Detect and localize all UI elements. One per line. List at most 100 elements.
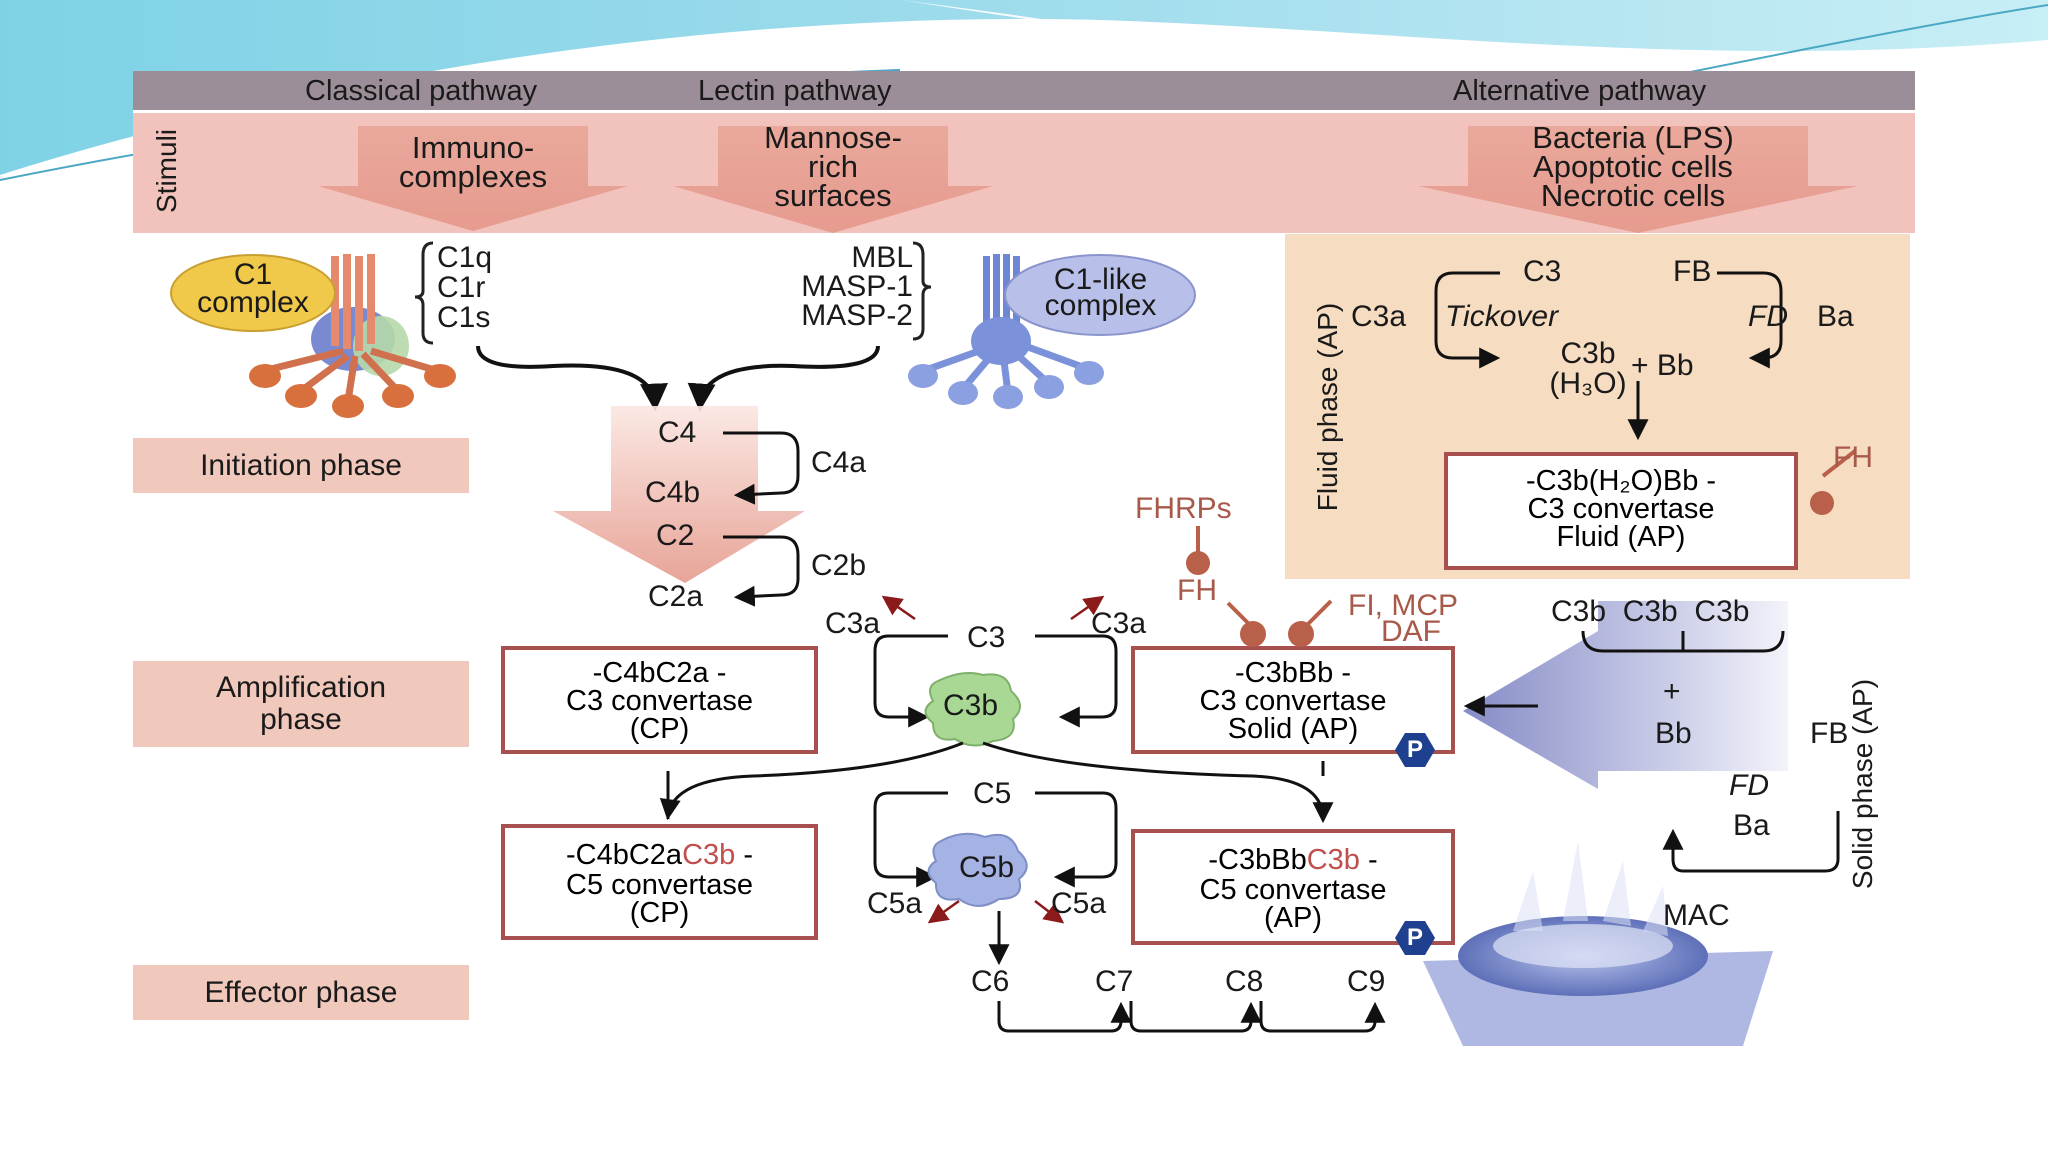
c1-complex-label: C1 complex	[197, 258, 309, 319]
fluid-convertase-text: -C3b(H₂O)Bb - C3 convertase Fluid (AP)	[1525, 465, 1717, 553]
stimuli-arrow-alternative	[1418, 126, 1858, 233]
ap-c5-convertase-rest: C5 convertase (AP)	[1199, 874, 1387, 934]
cp-c5-suffix: -	[735, 839, 753, 871]
c9-label: C9	[1347, 965, 1386, 998]
fluid-fh-label: FH	[1833, 441, 1873, 474]
solid-fb: FB	[1810, 717, 1849, 750]
fluid-c3a-label: C3a	[1351, 300, 1407, 333]
header-classical: Classical pathway	[305, 75, 538, 107]
solid-plus: +	[1663, 675, 1681, 708]
fhrps-label: FHRPs	[1135, 492, 1232, 525]
fh-label: FH	[1177, 574, 1217, 607]
solid-bb: Bb	[1655, 717, 1692, 750]
amp-c3-left-loop	[873, 634, 948, 728]
c1-like-complex-oval	[1004, 254, 1196, 336]
c5b-label: C5b	[959, 851, 1015, 884]
mac-illustration	[1423, 841, 1773, 1046]
daf-label: DAF	[1381, 615, 1441, 648]
amp-c3b-label: C3b	[943, 689, 999, 722]
ap-c3-convertase-text: -C3bBb - C3 convertase Solid (AP)	[1199, 657, 1387, 745]
phase-amplification: Amplification phase	[133, 661, 469, 747]
c7-label: C7	[1095, 965, 1134, 998]
fhrps-dot	[1186, 551, 1210, 575]
stimuli-arrow-classical	[318, 126, 628, 231]
header-alternative: Alternative pathway	[1453, 75, 1707, 107]
fluid-c3b-h2o-1: C3b	[1560, 337, 1616, 370]
slide-swoosh-top	[0, 0, 2048, 175]
c4-cleavage-arrow	[723, 431, 800, 505]
c6-to-c7	[997, 1001, 1132, 1033]
cp-c3-convertase-box	[501, 646, 818, 754]
cp-c5-prefix: -C4bC2a	[566, 839, 683, 871]
fluid-fh-dot	[1810, 491, 1834, 515]
c1-complex-oval	[170, 254, 336, 332]
c5a-left-arrow	[927, 899, 960, 924]
stimuli-alternative-text: Bacteria (LPS) Apoptotic cells Necrotic …	[1532, 120, 1734, 213]
fluid-fd-right	[1717, 271, 1783, 369]
c8-label: C8	[1225, 965, 1264, 998]
amp-c3-label: C3	[967, 621, 1006, 654]
fluid-tickover-left	[1434, 271, 1501, 369]
c4b-label: C4b	[645, 476, 701, 509]
stimuli-arrow-lectin	[673, 126, 993, 233]
amp-c3-right-loop	[1035, 634, 1118, 728]
ap-c5-suffix: -	[1359, 844, 1378, 876]
fluid-convertase-box	[1444, 452, 1798, 570]
lectin-parts-label: MBL MASP-1 MASP-2	[801, 241, 913, 332]
cp-c5-convertase-rest: C5 convertase (CP)	[566, 869, 753, 929]
solid-fd-loop	[1662, 811, 1840, 873]
c5-label: C5	[973, 777, 1012, 810]
lectin-bracket	[912, 241, 932, 341]
ap-c5-convertase-box	[1131, 829, 1455, 945]
solid-c3b-row: C3b C3b C3b	[1551, 595, 1750, 628]
solid-phase-arrow	[1463, 601, 1788, 789]
fluid-ba-label: Ba	[1817, 300, 1854, 333]
amp-c3a-left-arrow	[881, 595, 916, 621]
amp-c5-right-loop	[1035, 791, 1118, 888]
cp-c5-convertase-box	[501, 824, 818, 940]
c8-to-c9	[1259, 1001, 1386, 1033]
fi-dot	[1288, 621, 1314, 647]
fluid-fh-stem	[1821, 449, 1857, 478]
fi-mcp-label: FI, MCP	[1348, 589, 1458, 622]
stimuli-classical-text: Immuno- complexes	[398, 130, 548, 194]
arrow-c1-to-c4	[476, 345, 668, 412]
c2-cleavage-arrow	[723, 535, 800, 607]
complement-pathway-figure: Classical pathway Lectin pathway Alterna…	[133, 71, 1915, 1046]
fluid-plus-bb: + Bb	[1631, 349, 1694, 382]
fluid-c3b-h2o-2: (H₃O)	[1549, 367, 1627, 400]
fh-stem	[1226, 601, 1253, 628]
arrow-lectin-to-c4	[687, 345, 880, 412]
c1-parts-label: C1q C1r C1s	[437, 241, 493, 334]
solid-phase-label: Solid phase (AP)	[1847, 678, 1878, 890]
c1-bracket	[414, 241, 434, 345]
ap-c3-convertase-box	[1131, 646, 1455, 754]
c5b-blob	[927, 832, 1028, 907]
c3b-to-ap-c5	[982, 741, 1334, 824]
header-lectin: Lectin pathway	[698, 75, 892, 107]
amp-c3a-right: C3a	[1091, 607, 1147, 640]
c3b-blob	[924, 672, 1021, 747]
fluid-tickover-label: Tickover	[1445, 300, 1559, 333]
slide-swoosh-line-right	[1649, 4, 2048, 81]
solid-fd: FD	[1729, 769, 1769, 802]
mac-label: MAC	[1663, 899, 1730, 932]
ap-c5-convertase-title: -C3bBbC3b -	[1135, 844, 1451, 876]
ap-c5-highlight: C3b	[1306, 844, 1360, 876]
fluid-fb-label: FB	[1673, 255, 1712, 288]
stimuli-label: Stimuli	[151, 128, 182, 213]
fluid-c3-label: C3	[1523, 255, 1562, 288]
header-bar	[133, 71, 1915, 110]
initiation-arrow	[553, 406, 805, 583]
phase-initiation: Initiation phase	[133, 438, 469, 493]
c2b-label: C2b	[811, 549, 867, 582]
c7-to-c8	[1129, 1001, 1262, 1033]
amp-c5-left-loop	[873, 791, 948, 888]
ap-c5-prefix: -C3bBb	[1208, 844, 1307, 876]
c4a-label: C4a	[811, 446, 867, 479]
solid-ba: Ba	[1733, 809, 1770, 842]
amp-c3a-right-arrow	[1070, 595, 1105, 621]
c2a-label: C2a	[648, 580, 704, 613]
c5a-right-arrow	[1034, 900, 1065, 924]
c4-label: C4	[658, 416, 697, 449]
